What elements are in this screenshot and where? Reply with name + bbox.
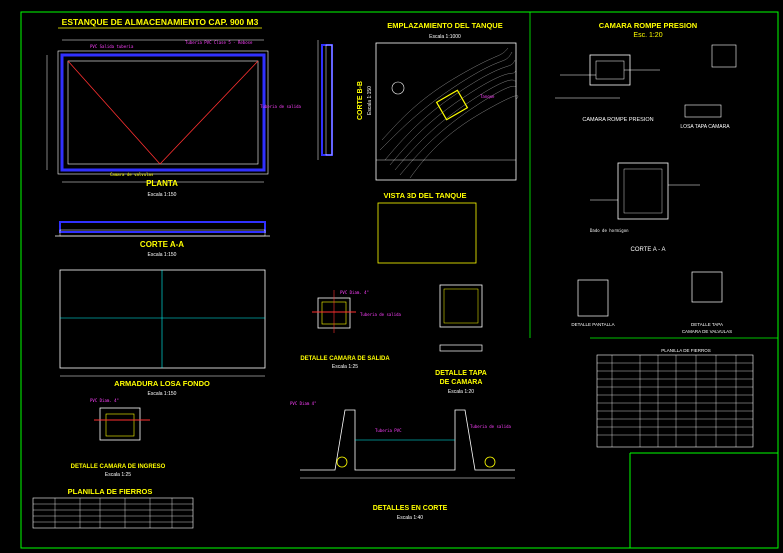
tapa-camara-view: DETALLE TAPA DE CAMARA Escala 1:20 bbox=[435, 284, 487, 395]
svg-text:Tuberia de salida: Tuberia de salida bbox=[470, 424, 512, 429]
svg-text:Camara de valvulas: Camara de valvulas bbox=[110, 172, 154, 177]
svg-text:Tuberia PVC: Tuberia PVC bbox=[375, 428, 402, 433]
rompe-plan-label: CAMARA ROMPE PRESION bbox=[582, 117, 653, 123]
rompe-tapa-label: LOSA TAPA CAMARA bbox=[680, 124, 730, 130]
svg-text:Tuberia de salida: Tuberia de salida bbox=[360, 312, 402, 317]
rompe-corte-label: CORTE A - A bbox=[631, 247, 666, 253]
emplazamiento-scale: Escala 1:1000 bbox=[429, 34, 461, 40]
corte-bb-view: CORTE B-B Escala 1:150 bbox=[317, 40, 373, 160]
svg-text:Tuberia de salida: Tuberia de salida bbox=[260, 104, 302, 109]
armadura-view: ARMADURA LOSA FONDO Escala 1:150 bbox=[59, 269, 266, 397]
camara-ingreso-view: PVC Diam. 4" DETALLE CAMARA DE INGRESO E… bbox=[71, 398, 166, 478]
camara-rompe-title: CAMARA ROMPE PRESION bbox=[599, 21, 697, 30]
emplazamiento-view: EMPLAZAMIENTO DEL TANQUE Escala 1:1000 T… bbox=[375, 21, 519, 181]
corte-aa-label: CORTE A-A bbox=[140, 240, 184, 249]
detalles-corte-title: DETALLES EN CORTE bbox=[373, 505, 448, 512]
armadura-scale: Escala 1:150 bbox=[148, 391, 177, 397]
camara-ingreso-title: DETALLE CAMARA DE INGRESO bbox=[71, 464, 166, 470]
svg-text:Dado de hormigon: Dado de hormigon bbox=[590, 228, 629, 233]
camara-salida-title: DETALLE CAMARA DE SALIDA bbox=[300, 356, 390, 362]
detalles-corte-scale: Escala 1:40 bbox=[397, 515, 423, 521]
svg-text:PVC Salida tuberia: PVC Salida tuberia bbox=[90, 44, 134, 49]
planilla-fierros-title: PLANILLA DE FIERROS bbox=[68, 487, 153, 496]
rompe-tapa-valvulas-2: CAMARA DE VALVULAS bbox=[682, 329, 732, 334]
emplazamiento-title: EMPLAZAMIENTO DEL TANQUE bbox=[387, 21, 502, 30]
planilla-right-title: PLANILLA DE FIERROS bbox=[661, 348, 711, 353]
sheet-frame bbox=[20, 11, 779, 549]
camara-rompe-scale: Esc. 1:20 bbox=[633, 32, 662, 39]
planilla-fierros-right: PLANILLA DE FIERROS bbox=[596, 348, 754, 448]
planta-title: ESTANQUE DE ALMACENAMIENTO CAP. 900 M3 bbox=[62, 17, 259, 27]
camara-ingreso-scale: Escala 1:25 bbox=[105, 472, 131, 478]
camara-rompe-view: CAMARA ROMPE PRESION Esc. 1:20 CAMARA RO… bbox=[555, 21, 737, 334]
svg-text:PVC Diam. 4": PVC Diam. 4" bbox=[340, 290, 369, 295]
tapa-camara-title-1: DETALLE TAPA bbox=[435, 370, 487, 377]
planta-view: ESTANQUE DE ALMACENAMIENTO CAP. 900 M3 P… bbox=[46, 17, 302, 198]
tapa-camara-title-2: DE CAMARA bbox=[440, 379, 483, 386]
vista3d-title: VISTA 3D DEL TANQUE bbox=[383, 191, 466, 200]
corte-aa-view: CORTE A-A Escala 1:150 bbox=[55, 221, 270, 258]
svg-text:Tanque: Tanque bbox=[480, 94, 495, 99]
planta-scale: Escala 1:150 bbox=[148, 192, 177, 198]
tapa-camara-scale: Escala 1:20 bbox=[448, 389, 474, 395]
svg-text:Tuberia PVC Clase 5 - Rebose: Tuberia PVC Clase 5 - Rebose bbox=[185, 40, 253, 45]
armadura-title: ARMADURA LOSA FONDO bbox=[114, 379, 210, 388]
planta-label: PLANTA bbox=[146, 179, 178, 188]
rompe-pantalla-label: DETALLE PANTALLA bbox=[571, 322, 614, 327]
corte-bb-scale: Escala 1:150 bbox=[367, 86, 373, 115]
planilla-fierros-left: PLANILLA DE FIERROS bbox=[32, 487, 194, 529]
camara-salida-view: PVC Diam. 4" Tuberia de salida DETALLE C… bbox=[300, 290, 402, 370]
rompe-tapa-valvulas-1: DETALLE TAPA bbox=[691, 322, 723, 327]
detalles-corte-view: PVC Diam 4" Tuberia PVC Tuberia de salid… bbox=[290, 401, 515, 521]
svg-text:PVC Diam 4": PVC Diam 4" bbox=[290, 401, 317, 406]
svg-text:PVC Diam. 4": PVC Diam. 4" bbox=[90, 398, 119, 403]
camara-salida-scale: Escala 1:25 bbox=[332, 364, 358, 370]
vista-3d-view: VISTA 3D DEL TANQUE bbox=[377, 191, 477, 264]
corte-bb-label: CORTE B-B bbox=[357, 81, 364, 120]
corte-aa-scale: Escala 1:150 bbox=[148, 252, 177, 258]
